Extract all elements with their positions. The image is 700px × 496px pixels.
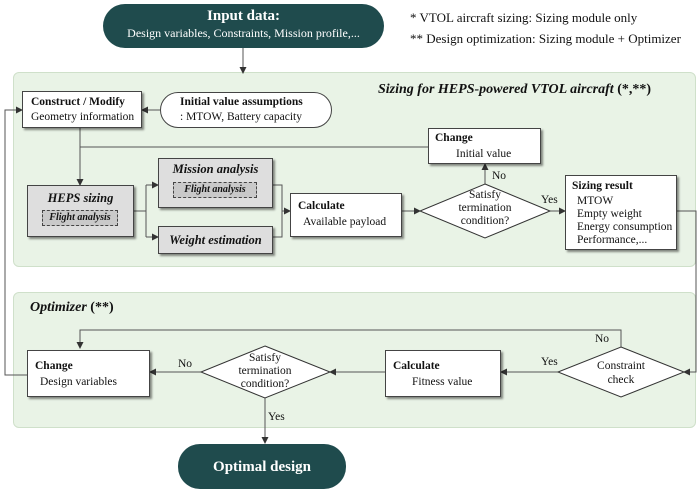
change-initial-value-box: Change Initial value — [428, 128, 541, 164]
calculate-fitness-sub: Fitness value — [412, 376, 473, 388]
calculate-fitness-box: Calculate Fitness value — [385, 350, 501, 397]
heps-sizing-box: HEPS sizing Flight analysis — [27, 185, 134, 237]
calculate-fitness-title: Calculate — [393, 360, 440, 372]
constraint-yes-label: Yes — [541, 356, 558, 368]
calculate-payload-sub: Available payload — [303, 216, 387, 228]
change-initial-title: Change — [435, 132, 473, 144]
initial-value-assumptions: Initial value assumptions : MTOW, Batter… — [160, 92, 332, 128]
optimizer-title-text: Optimizer — [30, 300, 87, 315]
constraint-check-diamond — [556, 346, 686, 398]
construct-modify-box: Construct / Modify Geometry information — [22, 91, 142, 128]
calculate-payload-title: Calculate — [298, 200, 345, 212]
satisfy1-no-label: No — [492, 170, 507, 182]
arrow-constraint-no — [76, 329, 622, 349]
sizing-panel-title: Sizing for HEPS-powered VTOL aircraft (*… — [378, 82, 651, 98]
satisfy2-no-label: No — [178, 358, 193, 370]
arrow-change-design-back — [4, 106, 27, 376]
satisfy1-line1: Satisfy — [469, 189, 501, 201]
initial-value-sub: : MTOW, Battery capacity — [180, 111, 302, 123]
initial-value-title: Initial value assumptions — [180, 96, 303, 108]
satisfy2-yes-label: Yes — [268, 411, 285, 423]
sizing-result-item-empty-weight: Empty weight — [577, 208, 642, 220]
satisfy-termination-text-2: Satisfy termination condition? — [220, 352, 310, 391]
sizing-result-item-energy: Energy consumption — [577, 221, 673, 233]
construct-modify-sub: Geometry information — [31, 111, 135, 123]
weight-estimation-box: Weight estimation — [158, 226, 273, 254]
weight-estimation-title: Weight estimation — [169, 233, 262, 247]
heps-sizing-title: HEPS sizing — [47, 191, 114, 205]
mission-analysis-box: Mission analysis Flight analysis — [158, 158, 273, 208]
arrow-result-to-constraint — [677, 210, 697, 376]
optimal-design-node: Optimal design — [178, 444, 346, 489]
sizing-result-item-performance: Performance,... — [577, 234, 648, 246]
change-design-sub: Design variables — [40, 376, 117, 388]
heps-flight-analysis: Flight analysis — [42, 210, 118, 226]
sizing-panel-title-suffix: (*,**) — [613, 82, 652, 97]
calculate-payload-box: Calculate Available payload — [290, 193, 402, 237]
change-design-variables-box: Change Design variables — [27, 350, 150, 397]
change-initial-sub: Initial value — [456, 148, 512, 160]
constraint-line1: Constraint — [597, 360, 645, 372]
constraint-line2: check — [607, 374, 635, 386]
sizing-result-box: Sizing result MTOW Empty weight Energy c… — [565, 175, 677, 250]
change-design-title: Change — [35, 360, 73, 372]
sizing-result-title: Sizing result — [572, 180, 633, 192]
satisfy-termination-diamond-2 — [199, 345, 332, 399]
constraint-check-text: Constraint check — [581, 359, 661, 387]
satisfy2-line2: termination — [238, 365, 292, 377]
arrow-heps-branch — [134, 184, 157, 238]
mission-analysis-title: Mission analysis — [172, 162, 259, 176]
input-data-node: Input data: Design variables, Constraint… — [103, 4, 384, 48]
satisfy1-line2: termination — [458, 202, 512, 214]
sizing-panel-title-text: Sizing for HEPS-powered VTOL aircraft — [378, 82, 614, 97]
construct-modify-title: Construct / Modify — [31, 96, 125, 108]
note-design-optimization: ** Design optimization: Sizing module + … — [410, 31, 681, 46]
satisfy1-yes-label: Yes — [541, 194, 558, 206]
constraint-no-label: No — [595, 333, 610, 345]
optimizer-title-suffix: (**) — [86, 300, 114, 315]
satisfy-termination-text-1: Satisfy termination condition? — [440, 189, 530, 228]
sizing-result-item-mtow: MTOW — [577, 195, 614, 207]
mission-flight-analysis: Flight analysis — [173, 182, 257, 198]
input-data-title: Input data: — [207, 8, 280, 24]
satisfy2-line1: Satisfy — [249, 352, 281, 364]
satisfy1-line3: condition? — [460, 215, 510, 227]
arrow-join-to-calc — [273, 184, 290, 238]
satisfy-termination-diamond-1 — [418, 183, 552, 239]
note-vtol-sizing: * VTOL aircraft sizing: Sizing module on… — [410, 10, 638, 25]
satisfy2-line3: condition? — [240, 378, 290, 390]
input-data-subtitle: Design variables, Constraints, Mission p… — [127, 26, 360, 40]
optimal-design-title: Optimal design — [213, 459, 311, 475]
optimizer-panel-title: Optimizer (**) — [30, 300, 114, 316]
